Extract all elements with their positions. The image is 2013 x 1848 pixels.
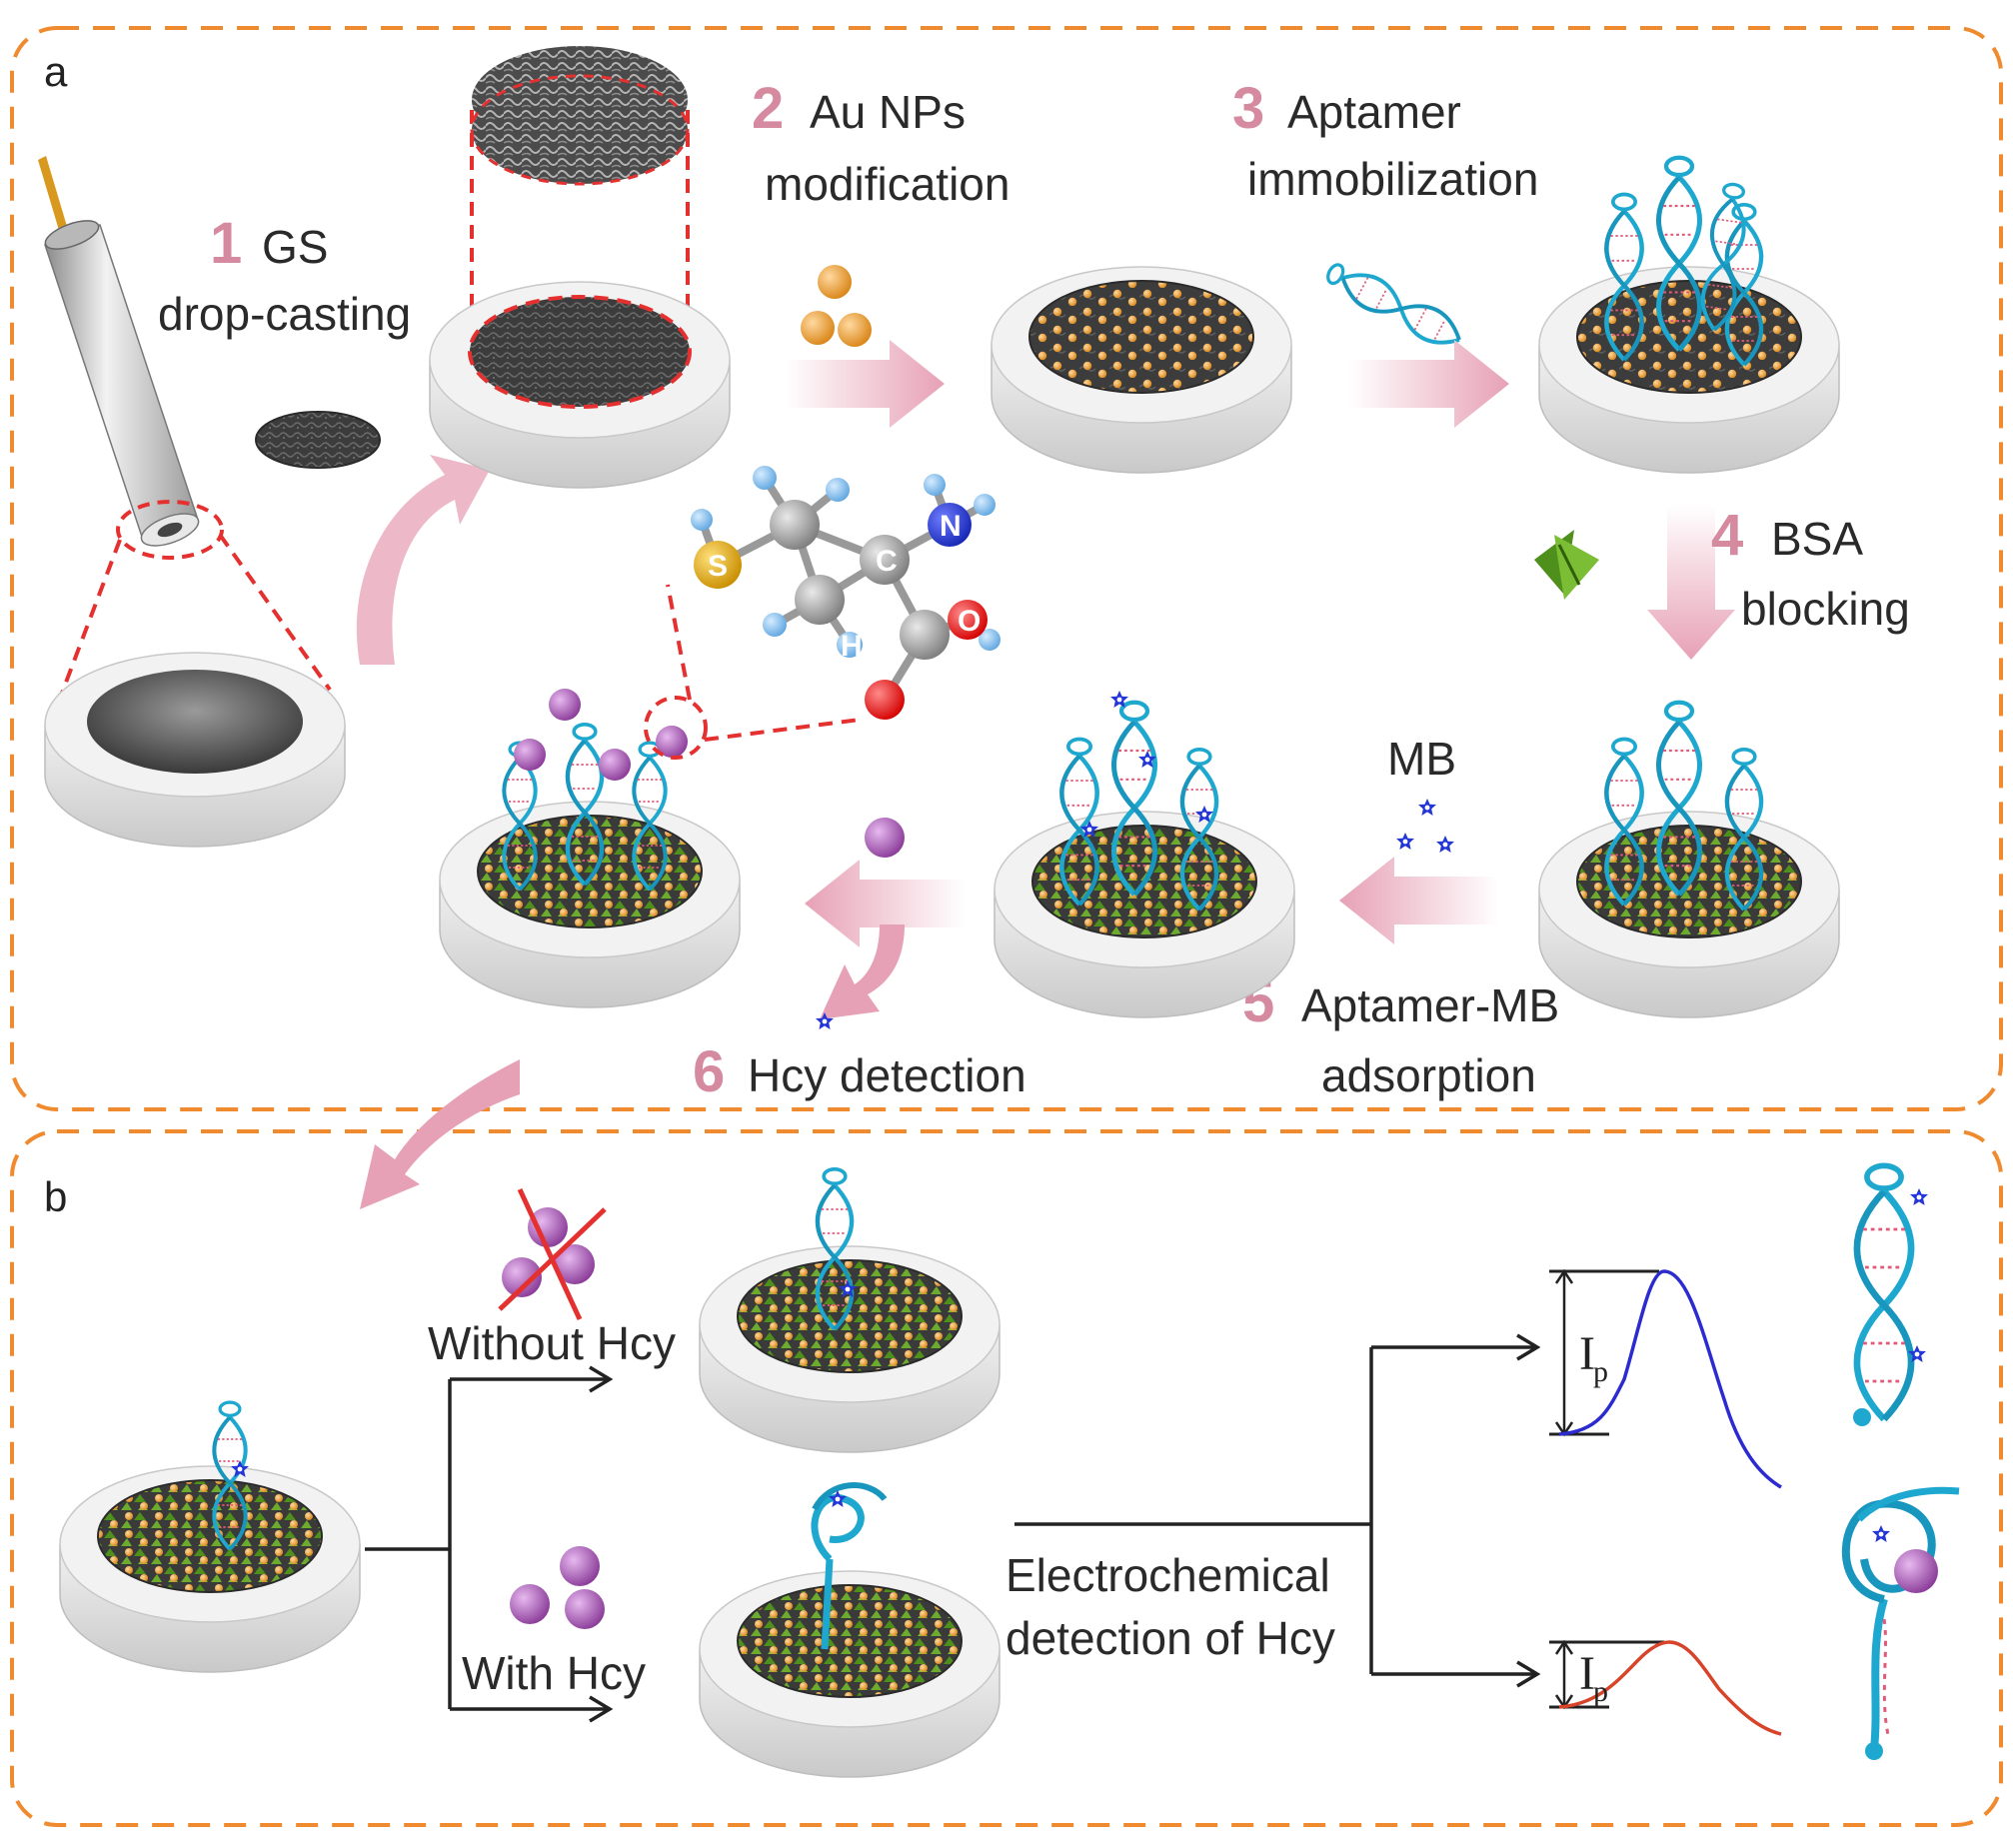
without-hcy-electrode [699, 1169, 1001, 1453]
mb-label: MB [1387, 733, 1456, 785]
aptamer-strand-icon [1320, 255, 1469, 356]
arrow-step5 [1339, 857, 1499, 944]
atom-h-label: H [841, 630, 863, 663]
branch-connector [365, 1365, 614, 1723]
arrow-step6-branch [820, 924, 905, 1019]
panel-a-letter: a [44, 48, 68, 95]
electrochemical-label-line2: detection of Hcy [1006, 1612, 1335, 1664]
binding-highlight [644, 696, 708, 760]
step-3-line2: immobilization [1247, 153, 1538, 205]
atom-n-label: N [940, 510, 962, 543]
arrow-step4 [1647, 505, 1735, 660]
panel-b-letter: b [44, 1173, 67, 1220]
with-hcy-label: With Hcy [462, 1647, 646, 1699]
arrow-step2 [785, 340, 945, 428]
step-3-line1: Aptamer [1287, 86, 1461, 138]
panel-b-border [10, 1129, 2003, 1827]
zoom-line-right [218, 533, 332, 692]
ip-high-label: I [1579, 1327, 1595, 1380]
atom-o-label: O [958, 605, 981, 638]
mb-molecules-icon [1396, 799, 1454, 853]
tip-highlight [116, 500, 224, 560]
without-hcy-label: Without Hcy [428, 1317, 676, 1369]
step-2-number: 2 [752, 76, 784, 141]
step-2-line1: Au NPs [810, 86, 966, 138]
hcy-spheres-icon [510, 1546, 605, 1629]
ip-low-subscript: p [1593, 1675, 1608, 1708]
hcy-molecule-model: S C N O H [691, 466, 1001, 720]
step-6-line1: Hcy detection [748, 1049, 1026, 1101]
electrode-rod [44, 220, 200, 547]
with-hcy-electrode [699, 1482, 1001, 1778]
arrow-step3 [1349, 340, 1509, 428]
no-hcy-icon [498, 1187, 607, 1321]
step-4-number: 4 [1711, 503, 1743, 568]
signal-low-current [1549, 1639, 1782, 1736]
atom-c-label: C [876, 545, 898, 578]
electrochemical-label-line1: Electrochemical [1006, 1549, 1330, 1601]
aptamer-electrode [1538, 158, 1840, 474]
hcy-bound-electrode [439, 689, 741, 1008]
step-6-number: 6 [693, 1039, 725, 1104]
molecule-leader-1 [666, 584, 692, 701]
bare-electrode-disk [44, 652, 346, 848]
aptamer-hairpin-with-mb [1853, 1165, 1928, 1426]
au-nanoparticles-icon [801, 265, 872, 347]
bsa-blocked-electrode [1538, 703, 1840, 1018]
step-4-line1: BSA [1771, 513, 1863, 565]
signal-high-current [1549, 1268, 1782, 1489]
step-1-line2: drop-casting [158, 288, 411, 340]
au-modified-electrode [991, 266, 1292, 474]
sem-inset [470, 46, 690, 348]
arrow-a-to-b [360, 1059, 520, 1209]
aptamer-hcy-complex [1841, 1486, 1960, 1760]
output-connector [1014, 1333, 1541, 1688]
step-3-number: 3 [1232, 76, 1264, 141]
step-2-line2: modification [765, 158, 1009, 210]
curved-arrow-step1 [356, 455, 490, 665]
gs-modified-electrode [429, 281, 731, 489]
ip-high-subscript: p [1593, 1355, 1608, 1388]
ip-low-label: I [1579, 1647, 1595, 1700]
hcy-sphere-icon [865, 818, 905, 858]
step-1-line1: GS [262, 221, 328, 273]
molecule-leader-2 [704, 718, 861, 742]
starting-electrode [59, 1400, 361, 1673]
bsa-protein-icon [1534, 530, 1599, 600]
aptamer-mb-electrode [994, 691, 1295, 1018]
step-4-line2: blocking [1741, 583, 1910, 635]
step-5-line2: adsorption [1321, 1049, 1536, 1101]
graphene-sheet [255, 411, 381, 469]
arrow-step6 [805, 860, 965, 947]
panel-a-border [10, 26, 2003, 1111]
step-5-line1: Aptamer-MB [1301, 979, 1559, 1031]
atom-s-label: S [708, 550, 728, 583]
step-1-number: 1 [210, 211, 242, 276]
